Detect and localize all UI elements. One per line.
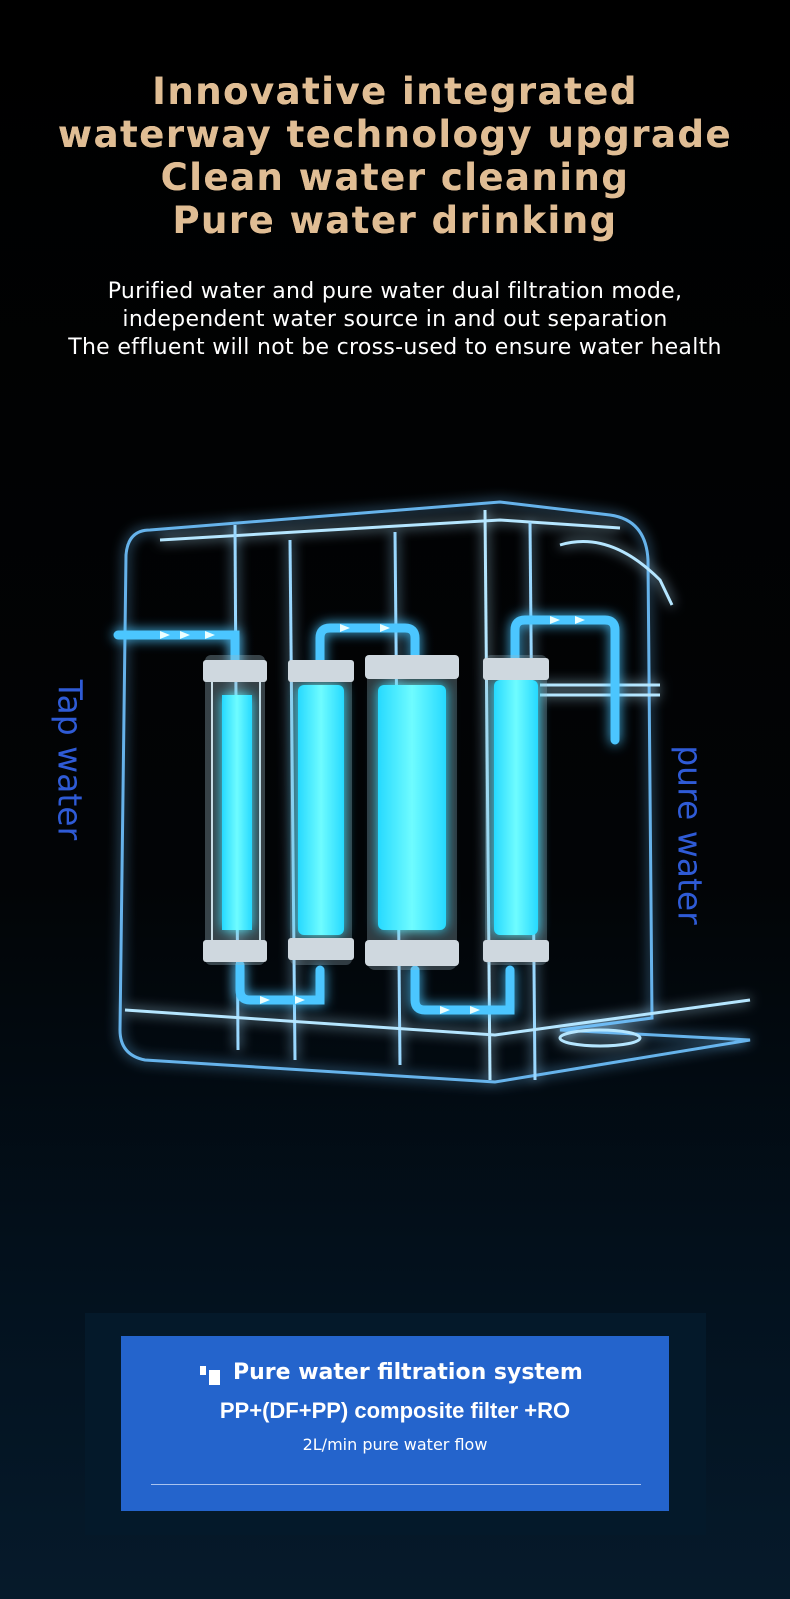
filtration-illustration (113, 500, 751, 1084)
description: Purified water and pure water dual filtr… (0, 278, 790, 362)
pure-water-label: pure water (670, 745, 710, 925)
filter-cartridge-2 (288, 660, 354, 965)
filter-cartridge-4 (483, 655, 549, 965)
headline-line-3: Clean water cleaning (160, 156, 630, 199)
filter-cartridge-1 (203, 655, 267, 965)
water-pipes (113, 615, 620, 1015)
panel-subtitle: PP+(DF+PP) composite filter +RO (219, 1398, 571, 1423)
headline: Innovative integrated waterway technolog… (0, 70, 790, 242)
flow-arrows (160, 616, 585, 1014)
panel-divider (151, 1484, 641, 1485)
filter-cartridge-3 (365, 655, 459, 970)
description-line-2: independent water source in and out sepa… (122, 307, 668, 332)
square-bullet-icon (200, 1366, 222, 1386)
description-line-3: The effluent will not be cross-used to e… (68, 335, 722, 360)
headline-line-4: Pure water drinking (172, 199, 618, 242)
headline-line-2: waterway technology upgrade (57, 113, 733, 156)
panel-title: Pure water filtration system (233, 1360, 583, 1385)
info-panel: Pure water filtration system PP+(DF+PP) … (121, 1336, 669, 1511)
headline-line-1: Innovative integrated (152, 70, 638, 113)
description-line-1: Purified water and pure water dual filtr… (107, 279, 683, 304)
tap-water-label: Tap water (50, 679, 90, 841)
panel-flow-rate: 2L/min pure water flow (302, 1435, 488, 1454)
